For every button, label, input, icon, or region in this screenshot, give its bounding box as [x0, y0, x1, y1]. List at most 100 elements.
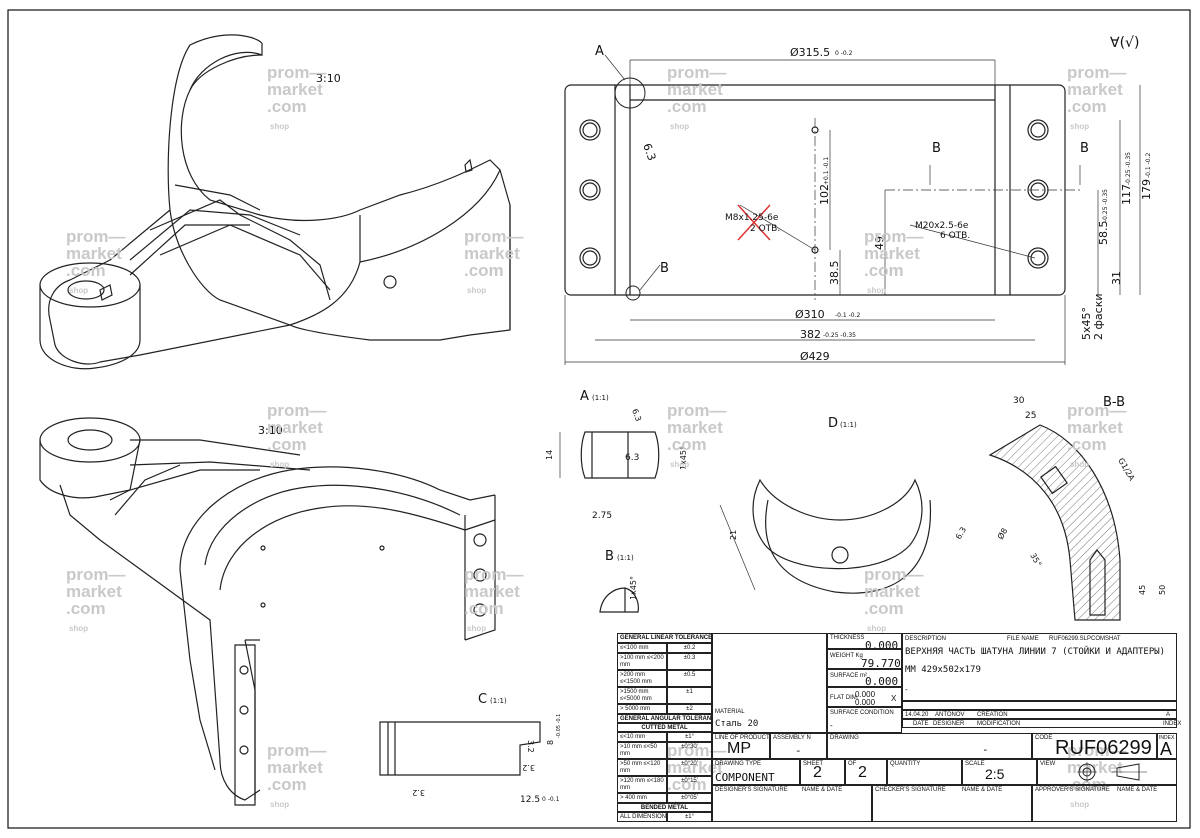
code-value: RUF06299 [1055, 737, 1152, 759]
surface-condition-value: - [830, 721, 833, 730]
checker-name-date-label: NAME & DATE [962, 787, 1003, 793]
dim-chamfer: 5x45° [1080, 307, 1093, 340]
view-b-label: B [605, 549, 614, 564]
checker-signature-cell [872, 785, 1032, 822]
detail-c-32: 3.2 [526, 740, 535, 753]
dim-49: 49 [873, 236, 886, 250]
linear-tol-0: ±0.2 [667, 643, 712, 653]
drawing-cell [827, 733, 1032, 759]
dim-58-tol: -0.25 -0.35 [1102, 189, 1109, 222]
cutted-range-4: > 400 mm [617, 793, 667, 803]
linear-range-2: >200 mm ≤<1500 mm [617, 670, 667, 687]
detail-c-32b: 3.2 [522, 763, 535, 772]
linear-range-4: > 5000 mm [617, 704, 667, 714]
approver-signature-label: APPROVER'S SIGNATURE [1035, 787, 1110, 793]
bended-range-0: ALL DIMENSIONS [617, 812, 667, 822]
quantity-cell [887, 759, 962, 785]
rev-header-row [902, 719, 1177, 728]
title-block: GENERAL LINEAR TOLERANCE ≤<100 mm ±0.2 >… [617, 633, 1181, 823]
flat-dim-x: X [891, 694, 897, 703]
dim-382-tol: -0.25 -0.35 [823, 332, 856, 339]
cutted-tol-1: ±0°30' [667, 742, 712, 759]
code-cell [1032, 733, 1157, 759]
scale-value: 2:5 [985, 766, 1005, 782]
scale-bottom: 3:10 [258, 424, 283, 437]
rev-index: A [1166, 712, 1171, 718]
size-value: ММ 429x502x179 [905, 665, 981, 675]
description-dash: - [905, 685, 908, 694]
linear-range-1: >100 mm ≤<200 mm [617, 653, 667, 670]
bended-metal-title: BENDED METAL [617, 803, 712, 812]
view-a-scale: (1:1) [592, 394, 609, 402]
rev-designer: ANTONOV [935, 712, 965, 718]
detail-a-63b: 6.3 [630, 408, 643, 423]
detail-d-21: 21 [729, 530, 738, 540]
cutted-tol-0: ±1° [667, 732, 712, 742]
bended-tol-0: ±1° [667, 812, 712, 822]
detail-a-view [559, 431, 660, 479]
dim-315: Ø315.5 [790, 46, 830, 59]
description-cell [902, 633, 1177, 701]
quantity-label: QUANTITY [890, 761, 921, 767]
drawing-type-cell [712, 759, 800, 785]
material-cell [712, 633, 827, 733]
note-m20-holes: 6 ОТВ. [940, 231, 970, 241]
dim-31: 31 [1110, 271, 1123, 285]
thickness-value: 0.000 [865, 639, 899, 652]
view-a-label: A [580, 389, 589, 404]
surface-condition-cell [827, 707, 902, 733]
view-b-scale: (1:1) [617, 554, 634, 562]
designer-label: DESIGNER [933, 721, 965, 727]
label-b: B [660, 261, 669, 276]
modification-label: MODIFICATION [977, 721, 1021, 727]
detail-c-8-tol: -0.05 -0.1 [556, 714, 562, 738]
thickness-label: THICKNESS [830, 635, 865, 641]
filename-value: RUF06299.SLPCOMSHAT [1049, 636, 1121, 642]
dim-chamfer2: 2 фаски [1092, 294, 1105, 340]
cutted-range-2: >50 mm ≤<120 mm [617, 759, 667, 776]
surface-cell [827, 669, 902, 687]
weight-label: WEIGHT Kg [830, 653, 863, 659]
cutted-range-3: >120 mm ≤<180 mm [617, 776, 667, 793]
detail-c-125-tol: 0 -0.1 [542, 796, 560, 803]
dim-63: 6.3 [640, 142, 658, 163]
scale-top: 3:10 [316, 72, 341, 85]
date-label: DATE [913, 721, 929, 727]
index-label: INDEX [1163, 721, 1182, 727]
dim-38: 38.5 [828, 261, 841, 286]
approver-signature-cell [1032, 785, 1177, 822]
code-label: CODE [1035, 735, 1053, 741]
assembly-value: - [795, 744, 802, 757]
label-b1: B [932, 141, 941, 156]
dim-117: 117 [1120, 184, 1133, 205]
weight-cell [827, 649, 902, 669]
isometric-view-bottom [39, 417, 496, 806]
cutted-range-1: >10 mm ≤<50 mm [617, 742, 667, 759]
of-value: 2 [858, 764, 867, 781]
of-label: OF [848, 761, 857, 767]
linear-tol-3: ±1 [667, 687, 712, 704]
designer-name-date-label: NAME & DATE [802, 787, 843, 793]
bb-d8: Ø8 [995, 526, 1009, 541]
surface-condition-label: SURFACE CONDITION [830, 710, 894, 716]
dim-102-tol: +0.1 -0.1 [823, 157, 830, 185]
cutted-metal-title: CUTTED METAL [617, 723, 712, 732]
isometric-view-top [39, 34, 511, 370]
view-cell [1037, 759, 1177, 785]
bb-45: 45 [1138, 585, 1147, 595]
linear-tol-1: ±0.3 [667, 653, 712, 670]
projection-symbol-icon [1077, 762, 1147, 782]
linear-tolerance-title: GENERAL LINEAR TOLERANCE [617, 633, 712, 643]
dim-315-tol: 0 -0.2 [835, 50, 853, 57]
view-c-scale: (1:1) [490, 697, 507, 705]
view-d-label: D [828, 416, 838, 431]
detail-c-view [379, 721, 541, 776]
line-of-product-cell [712, 733, 770, 759]
flat-dim-value1: 0.000 [855, 690, 876, 699]
dim-58: 58.5 [1097, 221, 1110, 246]
bb-63: 6.3 [954, 525, 968, 541]
front-view-m8-cross [737, 204, 771, 241]
index-label-2: INDEX [1159, 735, 1175, 741]
detail-b-view [599, 587, 639, 613]
